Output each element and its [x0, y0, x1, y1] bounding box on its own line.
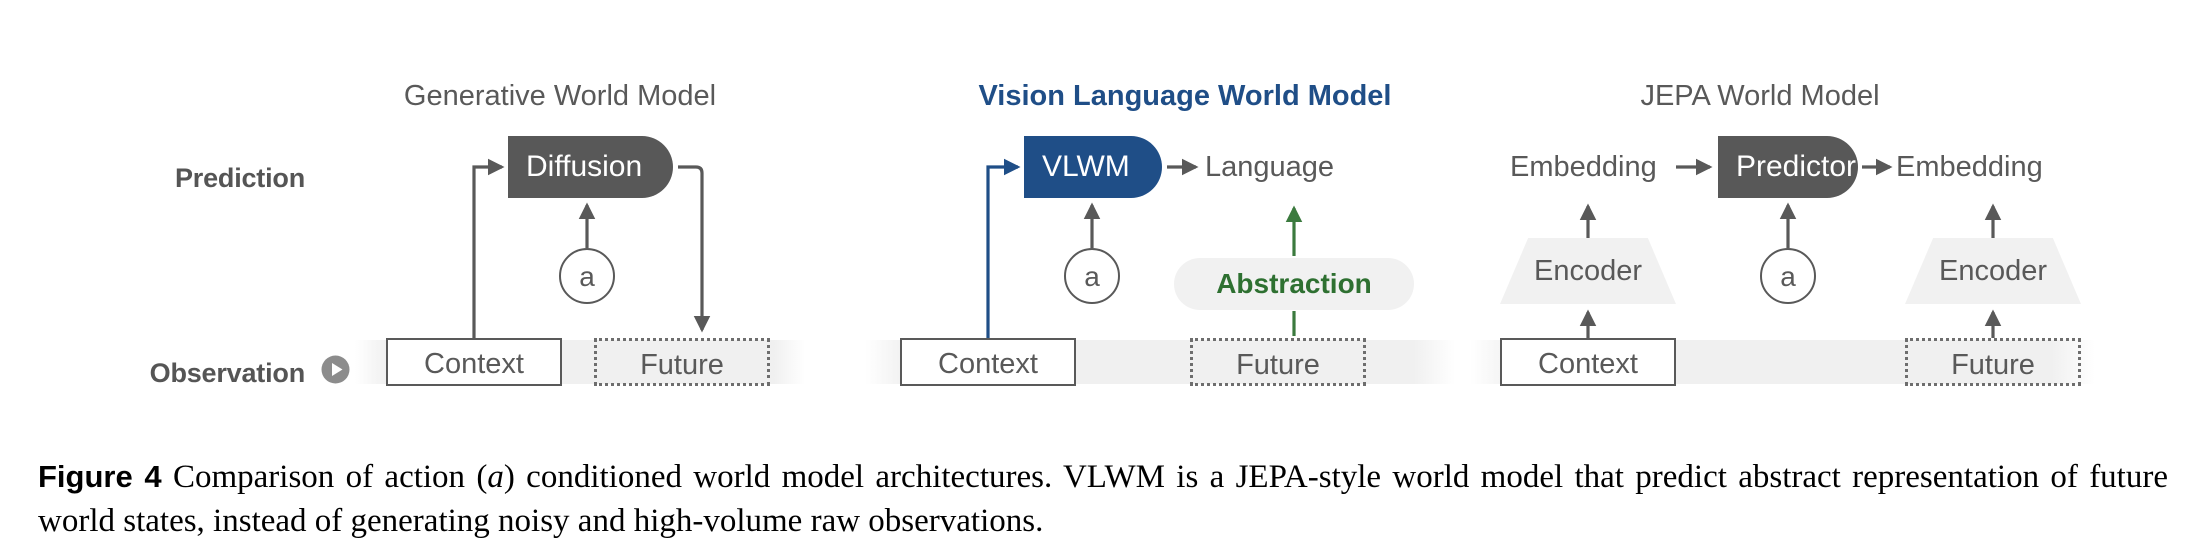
play-circle-icon — [321, 355, 350, 384]
model-block-predictor-label: Predictor — [1736, 150, 1857, 183]
model-block-predictor: Predictor — [1718, 136, 1858, 198]
context-box-vlwm: Context — [900, 338, 1076, 386]
output-node-language: Language — [1205, 151, 1335, 183]
context-box-jepa: Context — [1500, 338, 1676, 386]
arrow-context-to-diffusion — [472, 158, 505, 338]
row-label-observation: Observation — [149, 358, 306, 388]
future-box-vlwm: Future — [1190, 338, 1366, 386]
future-box-jepa: Future — [1905, 338, 2081, 386]
model-block-diffusion: Diffusion — [508, 136, 673, 198]
panel-title-vlwm: Vision Language World Model — [978, 80, 1392, 112]
encoder-right-shape — [1905, 238, 2081, 304]
embedding-node-left: Embedding — [1510, 151, 1657, 183]
figure-caption: Figure 4 Comparison of action (a) condit… — [38, 455, 2168, 543]
model-block-vlwm: VLWM — [1024, 136, 1162, 198]
arrow-context-to-vlwm — [986, 158, 1021, 338]
encoder-left: Encoder — [1500, 238, 1676, 304]
encoder-left-shape — [1500, 238, 1676, 304]
model-block-diffusion-label: Diffusion — [526, 150, 643, 183]
embedding-node-right: Embedding — [1896, 151, 2043, 183]
action-node-jepa: a — [1760, 248, 1816, 304]
abstraction-pill: Abstraction — [1174, 258, 1414, 310]
action-node-vlwm: a — [1064, 248, 1120, 304]
encoder-left-label: Encoder — [1533, 255, 1642, 287]
panel-title-generative: Generative World Model — [403, 80, 717, 112]
action-node-generative: a — [559, 248, 615, 304]
caption-text-after-math: ) conditioned world model architectures.… — [38, 459, 2168, 539]
future-box-generative: Future — [594, 338, 770, 386]
panel-title-jepa: JEPA World Model — [1640, 80, 1880, 112]
caption-label: Figure 4 — [38, 459, 162, 494]
caption-math-a: a — [487, 459, 504, 495]
context-box-generative: Context — [386, 338, 562, 386]
caption-text-before-math: Comparison of action ( — [161, 459, 488, 495]
arrow-diffusion-to-future — [678, 165, 711, 333]
model-block-vlwm-label: VLWM — [1042, 150, 1130, 183]
encoder-right: Encoder — [1905, 238, 2081, 304]
row-label-prediction: Prediction — [174, 163, 305, 193]
encoder-right-label: Encoder — [1938, 255, 2047, 287]
